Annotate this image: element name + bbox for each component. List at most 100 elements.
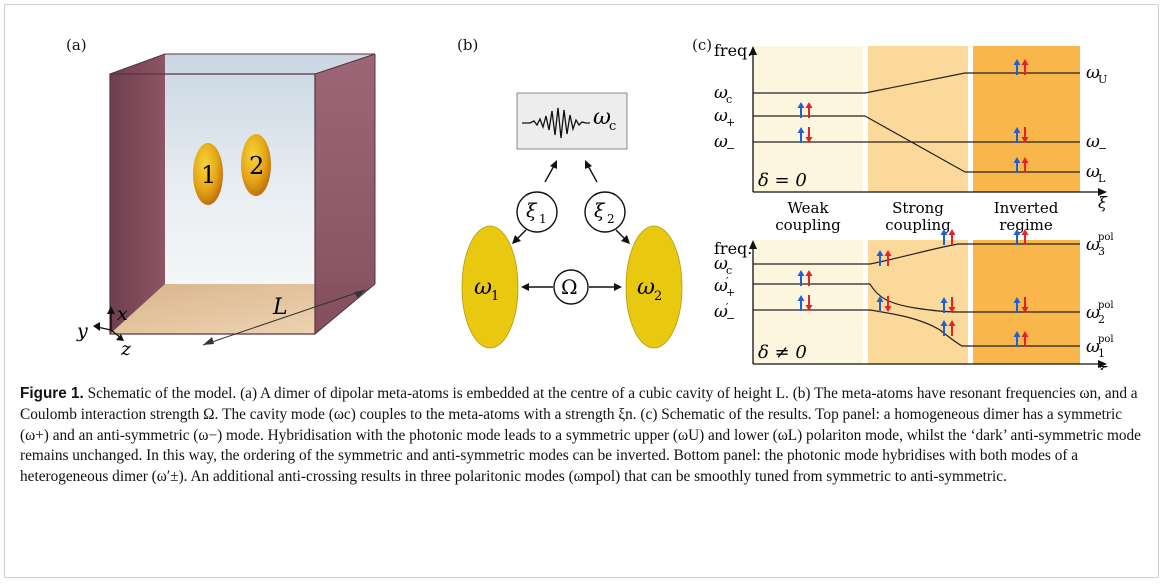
- figure-frame: [4, 4, 1159, 578]
- top-xi-label: ξ: [1098, 193, 1108, 212]
- panel-a-label: (a): [66, 36, 87, 54]
- length-label: L: [272, 295, 288, 320]
- spin-arrow-head: [797, 102, 805, 108]
- top-level-minus-right: ω: [1086, 132, 1100, 152]
- coulomb-symbol: Ω: [561, 275, 578, 299]
- spin-arrow-head: [940, 229, 948, 235]
- xi-2-sub: 2: [607, 212, 615, 226]
- top-level-L-sub: L: [1098, 172, 1106, 185]
- top-ylabel: freq.: [714, 41, 752, 60]
- bottom-level-3-sub: 3: [1098, 245, 1105, 258]
- bottom-level-plus-prime: ′: [726, 275, 729, 288]
- top-level-c-sub: c: [726, 93, 732, 106]
- bottom-level-2: ω: [1086, 303, 1100, 323]
- regime-inverted-1: Inverted: [994, 199, 1059, 217]
- bottom-level-1-sub: 1: [1098, 347, 1105, 360]
- spin-arrow-head: [876, 250, 884, 256]
- panel-c-label: (c): [692, 36, 713, 54]
- meta-atom-1: [193, 143, 223, 205]
- panel-c-diagram: freq. ξ ω c ω + ω − ω U ω − ω L δ = 0 We…: [714, 41, 1114, 370]
- spin-arrow-head: [1013, 229, 1021, 235]
- regime-strong-2: coupling: [885, 216, 951, 234]
- top-level-L: ω: [1086, 162, 1100, 182]
- bottom-xi-label: ξ: [1098, 363, 1108, 370]
- spin-arrow-head: [1021, 157, 1029, 163]
- axis-x-label: x: [117, 303, 128, 325]
- figure-caption: Figure 1. Schematic of the model. (a) A …: [20, 384, 1145, 488]
- spin-arrow-head: [797, 295, 805, 301]
- panel-b-schematic: ω c ξ 1 ξ 2 ω 1 ω 2 Ω: [461, 92, 683, 349]
- spin-arrow-head: [1021, 59, 1029, 65]
- top-delta: δ = 0: [758, 170, 807, 191]
- spin-arrow-head: [884, 250, 892, 256]
- caption-body: Schematic of the model. (a) A dimer of d…: [20, 385, 1141, 486]
- top-level-minus: ω: [714, 132, 728, 152]
- axis-y-label: y: [76, 320, 88, 342]
- omega-1-symbol: ω: [474, 275, 492, 300]
- regime-weak-2: coupling: [775, 216, 841, 234]
- bottom-ylabel: freq.: [714, 239, 752, 258]
- xi-1-symbol: ξ: [526, 200, 538, 222]
- regime-strong-1: Strong: [892, 199, 944, 217]
- cavity-mode-box: [516, 92, 628, 150]
- top-level-c: ω: [714, 83, 728, 103]
- bottom-level-plus: ω: [714, 276, 728, 296]
- bottom-level-1: ω: [1086, 337, 1100, 357]
- axis-z-label: z: [120, 338, 132, 360]
- bottom-level-minus: ω: [714, 302, 728, 322]
- omega-1-sub: 1: [491, 289, 499, 304]
- bottom-level-2-sup: pol: [1098, 300, 1114, 311]
- spin-arrow-head: [1013, 157, 1021, 163]
- regime-weak-1: Weak: [787, 199, 829, 217]
- panel-a-cube: 1 2 L x y z: [76, 53, 376, 360]
- spin-arrow-head: [805, 102, 813, 108]
- meta-atom-2-label: 2: [249, 152, 264, 180]
- bottom-level-2-sub: 2: [1098, 313, 1105, 326]
- spin-arrow-head: [1013, 331, 1021, 337]
- wave-packet-icon: [522, 107, 590, 139]
- meta-atom-1-label: 1: [201, 161, 216, 189]
- omega-2-symbol: ω: [637, 275, 655, 300]
- caption-head: Figure 1.: [20, 385, 84, 402]
- oscillator-1: [461, 225, 519, 349]
- bottom-level-minus-prime: ′: [726, 301, 729, 314]
- spin-arrow-head: [1021, 331, 1029, 337]
- bottom-delta: δ ≠ 0: [758, 342, 807, 363]
- spin-arrow-head: [948, 320, 956, 326]
- spin-arrow-head: [1013, 59, 1021, 65]
- spin-arrow-head: [1013, 297, 1021, 303]
- bottom-level-plus-sub: +: [726, 286, 735, 299]
- bottom-level-minus-sub: −: [726, 312, 735, 325]
- spin-arrow-head: [1021, 307, 1029, 313]
- top-level-plus-sub: +: [726, 116, 735, 129]
- spin-arrow-head: [940, 320, 948, 326]
- xi-2-symbol: ξ: [594, 200, 606, 222]
- panel-b-label: (b): [457, 36, 479, 54]
- spin-arrow-head: [940, 297, 948, 303]
- omega-c-symbol: ω: [593, 105, 611, 130]
- top-level-minus-sub: −: [726, 142, 735, 155]
- spin-arrow-head: [948, 307, 956, 313]
- spin-arrow-head: [1021, 229, 1029, 235]
- bottom-level-3: ω: [1086, 235, 1100, 255]
- bottom-level-1-sup: pol: [1098, 334, 1114, 345]
- top-level-plus: ω: [714, 106, 728, 126]
- omega-2-sub: 2: [654, 289, 662, 304]
- spin-arrow-head: [805, 305, 813, 311]
- oscillator-2: [625, 225, 683, 349]
- spin-arrow-head: [876, 296, 884, 302]
- top-level-U-sub: U: [1098, 73, 1107, 86]
- bottom-level-c-sub: c: [726, 264, 732, 277]
- spin-arrows: [797, 59, 1029, 347]
- bottom-level-3-sup: pol: [1098, 232, 1114, 243]
- spin-arrow-head: [884, 306, 892, 312]
- omega-c-sub: c: [609, 119, 616, 134]
- bottom-level-c: ω: [714, 254, 728, 274]
- xi-1-sub: 1: [539, 212, 547, 226]
- spin-arrow-head: [797, 270, 805, 276]
- meta-atom-2: [241, 134, 271, 196]
- spin-arrow-head: [805, 270, 813, 276]
- top-level-U: ω: [1086, 63, 1100, 83]
- spin-arrow-head: [948, 229, 956, 235]
- spin-arrow-head: [1021, 137, 1029, 143]
